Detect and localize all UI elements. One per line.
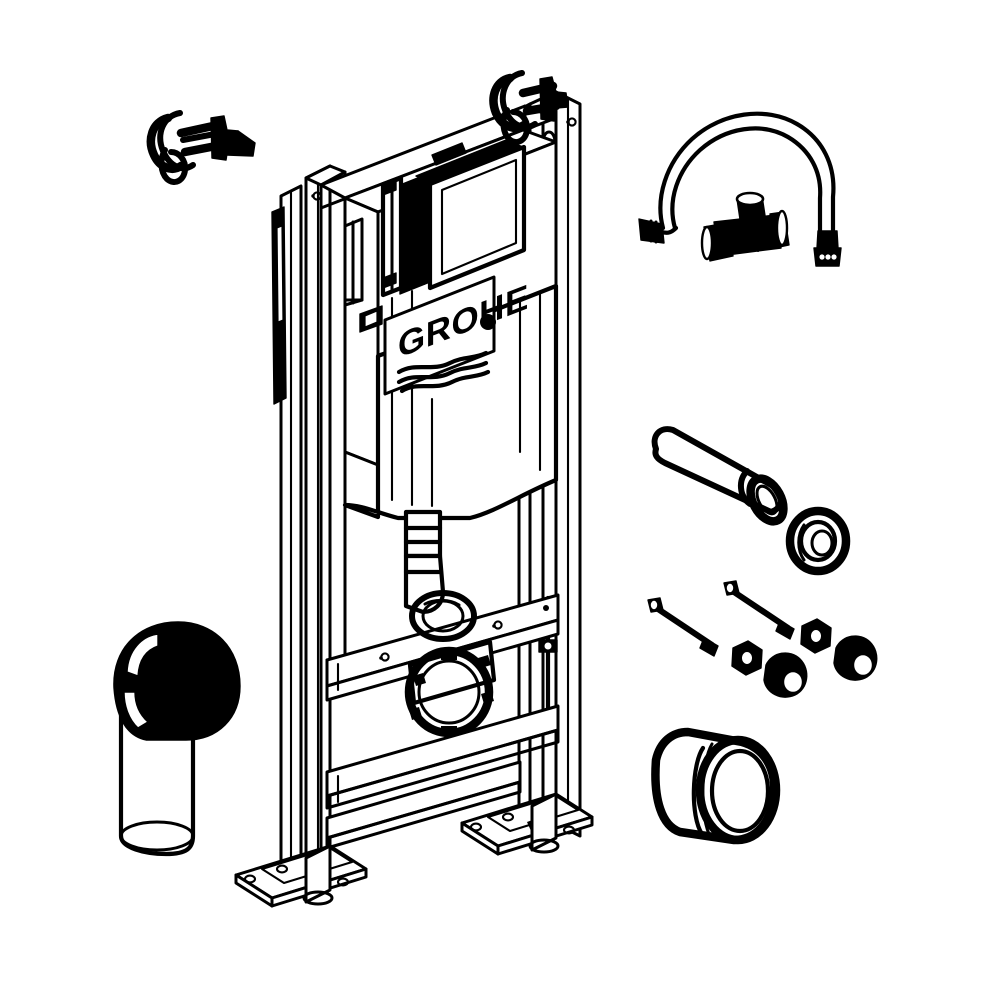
grohe-logo-waves <box>396 350 491 394</box>
cap-cover-a <box>763 652 808 698</box>
flush-pipe-bend <box>403 509 477 642</box>
waste-outlet-collar <box>404 639 497 738</box>
seal-gasket-ring <box>785 506 851 576</box>
threaded-stud-a <box>647 597 719 657</box>
hex-nut-b <box>800 618 832 654</box>
wc-elbow-connector <box>113 621 241 857</box>
wall-anchor-bolt-loose <box>146 110 256 185</box>
wall-anchor-bolt-installed <box>489 70 569 145</box>
threaded-stud-b <box>723 580 795 640</box>
cap-cover-b <box>833 635 878 681</box>
flexible-supply-hose <box>638 111 842 267</box>
grohe-registered-dot <box>480 314 496 330</box>
flush-connector-tube <box>651 426 788 526</box>
flush-valve-unit <box>380 139 527 298</box>
support-frame: GROHE <box>234 90 594 908</box>
adjustable-foot-right <box>460 792 594 856</box>
hex-nut-a <box>731 640 763 676</box>
adjustable-foot-left <box>234 844 368 908</box>
stop-valve-tee <box>700 191 790 262</box>
reducer-sleeve <box>651 727 781 845</box>
